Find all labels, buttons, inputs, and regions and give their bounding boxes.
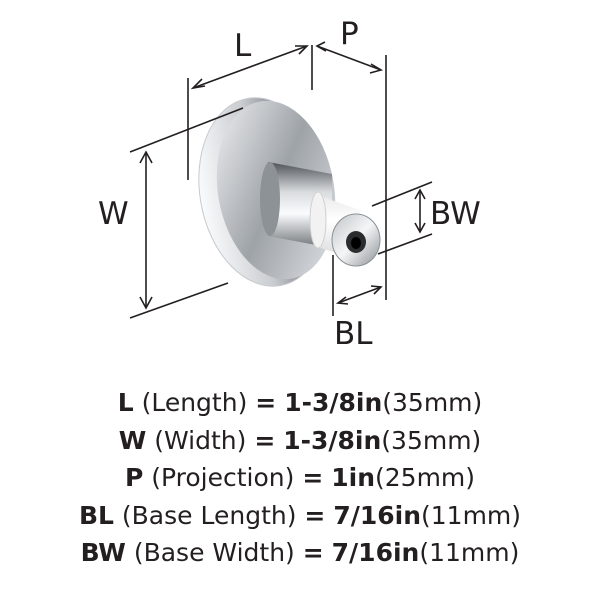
P-dimension-line [316, 45, 382, 71]
spec-abbr: L [117, 388, 134, 417]
spec-name: (Base Width) [133, 538, 295, 567]
spec-abbr: BW [80, 538, 126, 567]
spec-metric: (11mm) [421, 500, 522, 530]
spec-equals: = [302, 463, 324, 492]
spec-metric: (35mm) [381, 425, 482, 455]
dimension-label-BW: BW [430, 196, 481, 232]
knob-illustration [198, 97, 381, 287]
BW-arrow-top [414, 188, 426, 200]
diagram-svg: L P W BW BL [98, 16, 481, 352]
spec-equals: = [255, 388, 277, 417]
dimension-label-P: P [340, 16, 359, 52]
P-arrow-right [369, 63, 384, 74]
spec-name: (Base Length) [121, 500, 297, 530]
spec-row-base-length: BL (Base Length) = 7/16in(11mm) [0, 497, 600, 535]
BL-dimension-line [337, 286, 382, 304]
spec-metric: (35mm) [382, 388, 483, 417]
spec-equals: = [302, 538, 324, 567]
spec-name: (Length) [141, 388, 248, 417]
BW-arrow-bottom [414, 222, 426, 234]
BL-arrow-right [370, 285, 383, 295]
BW-extension-bottom [377, 233, 433, 255]
spec-row-base-width: BW (Base Width) = 7/16in(11mm) [0, 534, 600, 572]
spec-abbr: W [118, 425, 147, 455]
L-dimension-line [192, 45, 308, 89]
W-arrow-top [139, 150, 153, 164]
knob-insert-collar [309, 191, 327, 249]
L-arrow-left [190, 78, 206, 90]
spec-row-width: W (Width) = 1-3/8in(35mm) [0, 422, 600, 460]
spec-imperial: 1in [331, 463, 375, 492]
spec-abbr: BL [78, 500, 114, 530]
spec-row-projection: P (Projection) = 1in(25mm) [0, 459, 600, 497]
spec-imperial: 7/16in [333, 500, 422, 530]
spec-equals: = [254, 425, 276, 455]
spec-metric: (25mm) [375, 463, 476, 492]
BW-extension-top [371, 181, 433, 207]
dimension-lines [129, 41, 433, 319]
W-arrow-bottom [139, 296, 153, 310]
spec-equals: = [304, 500, 326, 530]
spec-name: (Projection) [151, 463, 295, 492]
W-extension-bottom [129, 282, 229, 319]
spec-abbr: P [124, 463, 144, 492]
spec-name: (Width) [154, 425, 247, 455]
BL-arrow-left [335, 296, 349, 305]
knob-stem-base [260, 162, 280, 236]
knob-tip-hole-inner [351, 237, 361, 249]
spec-imperial: 7/16in [331, 538, 420, 567]
dimension-label-W: W [98, 196, 129, 232]
spec-row-length: L (Length) = 1-3/8in(35mm) [0, 384, 600, 422]
dimension-spec-list: L (Length) = 1-3/8in(35mm) W (Width) = 1… [0, 384, 600, 572]
W-extension-top [129, 107, 244, 153]
knob-dimension-diagram: L P W BW BL [98, 16, 481, 352]
dimension-label-L: L [234, 28, 252, 64]
P-arrow-left [315, 41, 327, 52]
spec-metric: (11mm) [419, 538, 520, 567]
spec-imperial: 1-3/8in [283, 425, 382, 455]
L-arrow-right [295, 45, 309, 55]
spec-imperial: 1-3/8in [284, 388, 383, 417]
dimension-label-BL: BL [334, 316, 373, 352]
